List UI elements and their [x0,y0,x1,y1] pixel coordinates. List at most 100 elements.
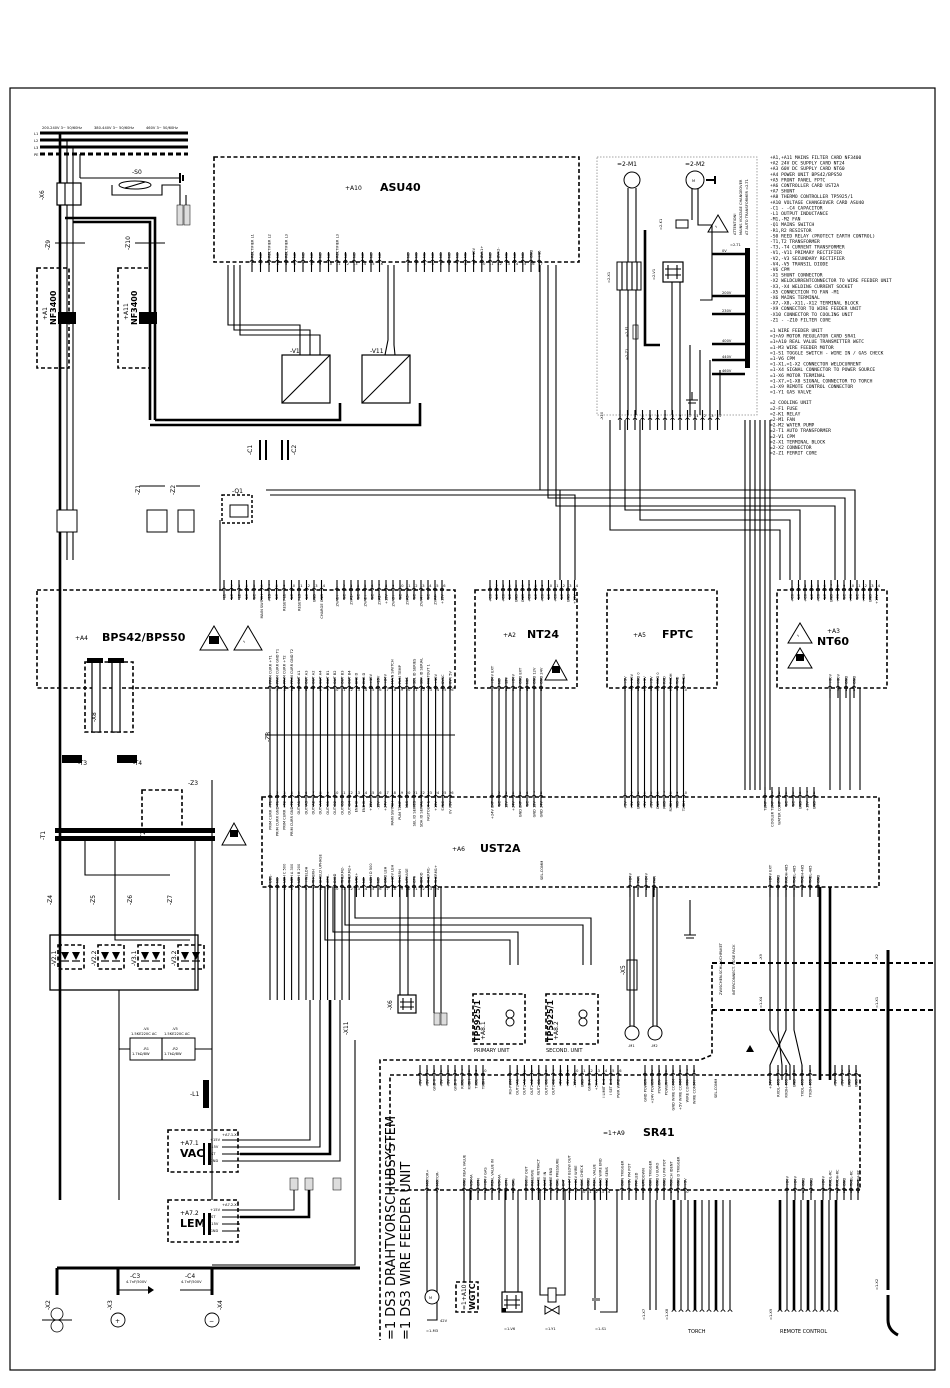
varistor-v4-label: -V4 [143,1027,150,1031]
pin-label: WIRE END [549,1168,553,1186]
connector-pin: NC6 [446,252,451,272]
pin-label: RXD [662,676,666,684]
pin-number: 1 [525,1190,527,1194]
pin-number: 2 [276,791,278,795]
pin-label: RESET L1 [282,594,286,611]
cooling-connector-x10: -X10 [600,411,604,420]
svg-text:-X11: -X11 [343,1021,350,1035]
output-socket-x3-plus[interactable]: -X3 + [107,1300,126,1328]
pin-number: 14 [362,262,367,266]
connector-pin: NC8 [309,252,314,272]
pin-number: 3 [268,262,270,266]
pin-label: OUT B3 [340,670,344,684]
pin-label: GND [586,1178,590,1186]
legend-entry: =2-Z1 FERRIT CORE [770,451,817,457]
pin-number: 5 [515,584,517,588]
pin-label: +24V [511,673,515,684]
ferrite-z1: -Z1 [135,485,142,495]
pin-label: SDA ID SERIAL [420,801,424,827]
pin-number: 3 [778,791,780,795]
connector-pin: 11 [692,410,699,430]
pin-label: +5V [649,676,653,684]
pin-number: 10 [850,584,855,588]
pin-number: 21 [413,688,418,692]
pin-label: NC [327,252,331,258]
pin-number: 3 [804,584,806,588]
pin-label: +15V [434,800,438,811]
weld-connector-x2: =1-X2 [875,1279,899,1337]
connector-pin: +5V8 [558,1065,563,1087]
pin-number: 9 [676,688,679,692]
pin-label: +C0 [862,593,866,602]
pin-label: GND [852,676,856,684]
ferrite-z3-label: -Z3 [188,780,198,787]
lem-pin: -15V [210,1222,240,1226]
connector-pin: ENB D13 [354,672,360,698]
pin-number: 4 [544,1190,547,1194]
main-transformers: -T1 -T2 -Z3 [40,780,247,1200]
legend-entry: +A8 THERMO CONTROLLER TP5925/1 [770,194,853,200]
minus-icon: − [209,1318,214,1325]
pin-number: 5 [253,584,255,588]
pin-number: 5 [285,262,287,266]
pin-label: OUT B1 [326,670,330,684]
pin-number: 16 [379,262,384,266]
pin-label: NC [464,252,468,258]
pin-number: 3 [845,688,847,692]
pin-label: +5V [439,1078,443,1086]
connector-pin: TXDH-RC6 [855,1169,860,1200]
pin-number: 10 [683,791,688,795]
pin-number: 12 [561,584,566,588]
legend-entry: =1 WIRE FEEDER UNIT [770,328,823,334]
pin-number: 13 [709,414,714,418]
cpm-v6-label: =1-V6 [504,1327,516,1331]
sr41-id: =1+A9 [603,1130,625,1137]
pin-number: 4 [811,584,814,588]
pin-number: 8 [670,688,673,692]
pin-number: 10 [399,584,404,588]
connector-pin: PRIM CURR +T23 [282,787,287,830]
pin-label: GND [829,594,833,602]
asu40-name: ASU40 [380,181,421,194]
diode-label: -V3.1 [131,950,138,966]
torch-connectors: =1-X7 =1-X8 TORCH [642,1200,733,1335]
pin-label: GND [312,594,316,602]
legend-entry: -C1 - -C4 CAPACITOR [770,205,823,211]
pin-label: -15V [210,1222,219,1226]
pin-number: 2 [631,688,633,692]
pin-number: 9 [843,584,846,588]
connector-pin: NC6 [822,580,827,600]
pin-number: 11 [489,262,494,266]
output-socket-x4-minus[interactable]: -X4 − [204,1300,224,1328]
output-socket-x2[interactable]: -X2 [42,1300,72,1333]
pin-number: 14 [606,1190,611,1194]
connector-pin: 8 [670,410,675,430]
pin-label: OUT2 A1 [516,1079,520,1095]
pin-label: +15 [267,594,271,602]
pin-number: 1 [223,584,225,588]
pin-number: 5 [519,791,521,795]
hose-x2: -X2 [875,954,879,960]
pin-number: 1 [269,887,271,891]
filter-a1: +A1 NF3400 -Z9 [36,240,85,369]
switch-s1-label: =1-S1 [595,1327,606,1331]
connector-pin: NC4 [355,580,360,600]
pin-number: 6 [679,1069,682,1073]
